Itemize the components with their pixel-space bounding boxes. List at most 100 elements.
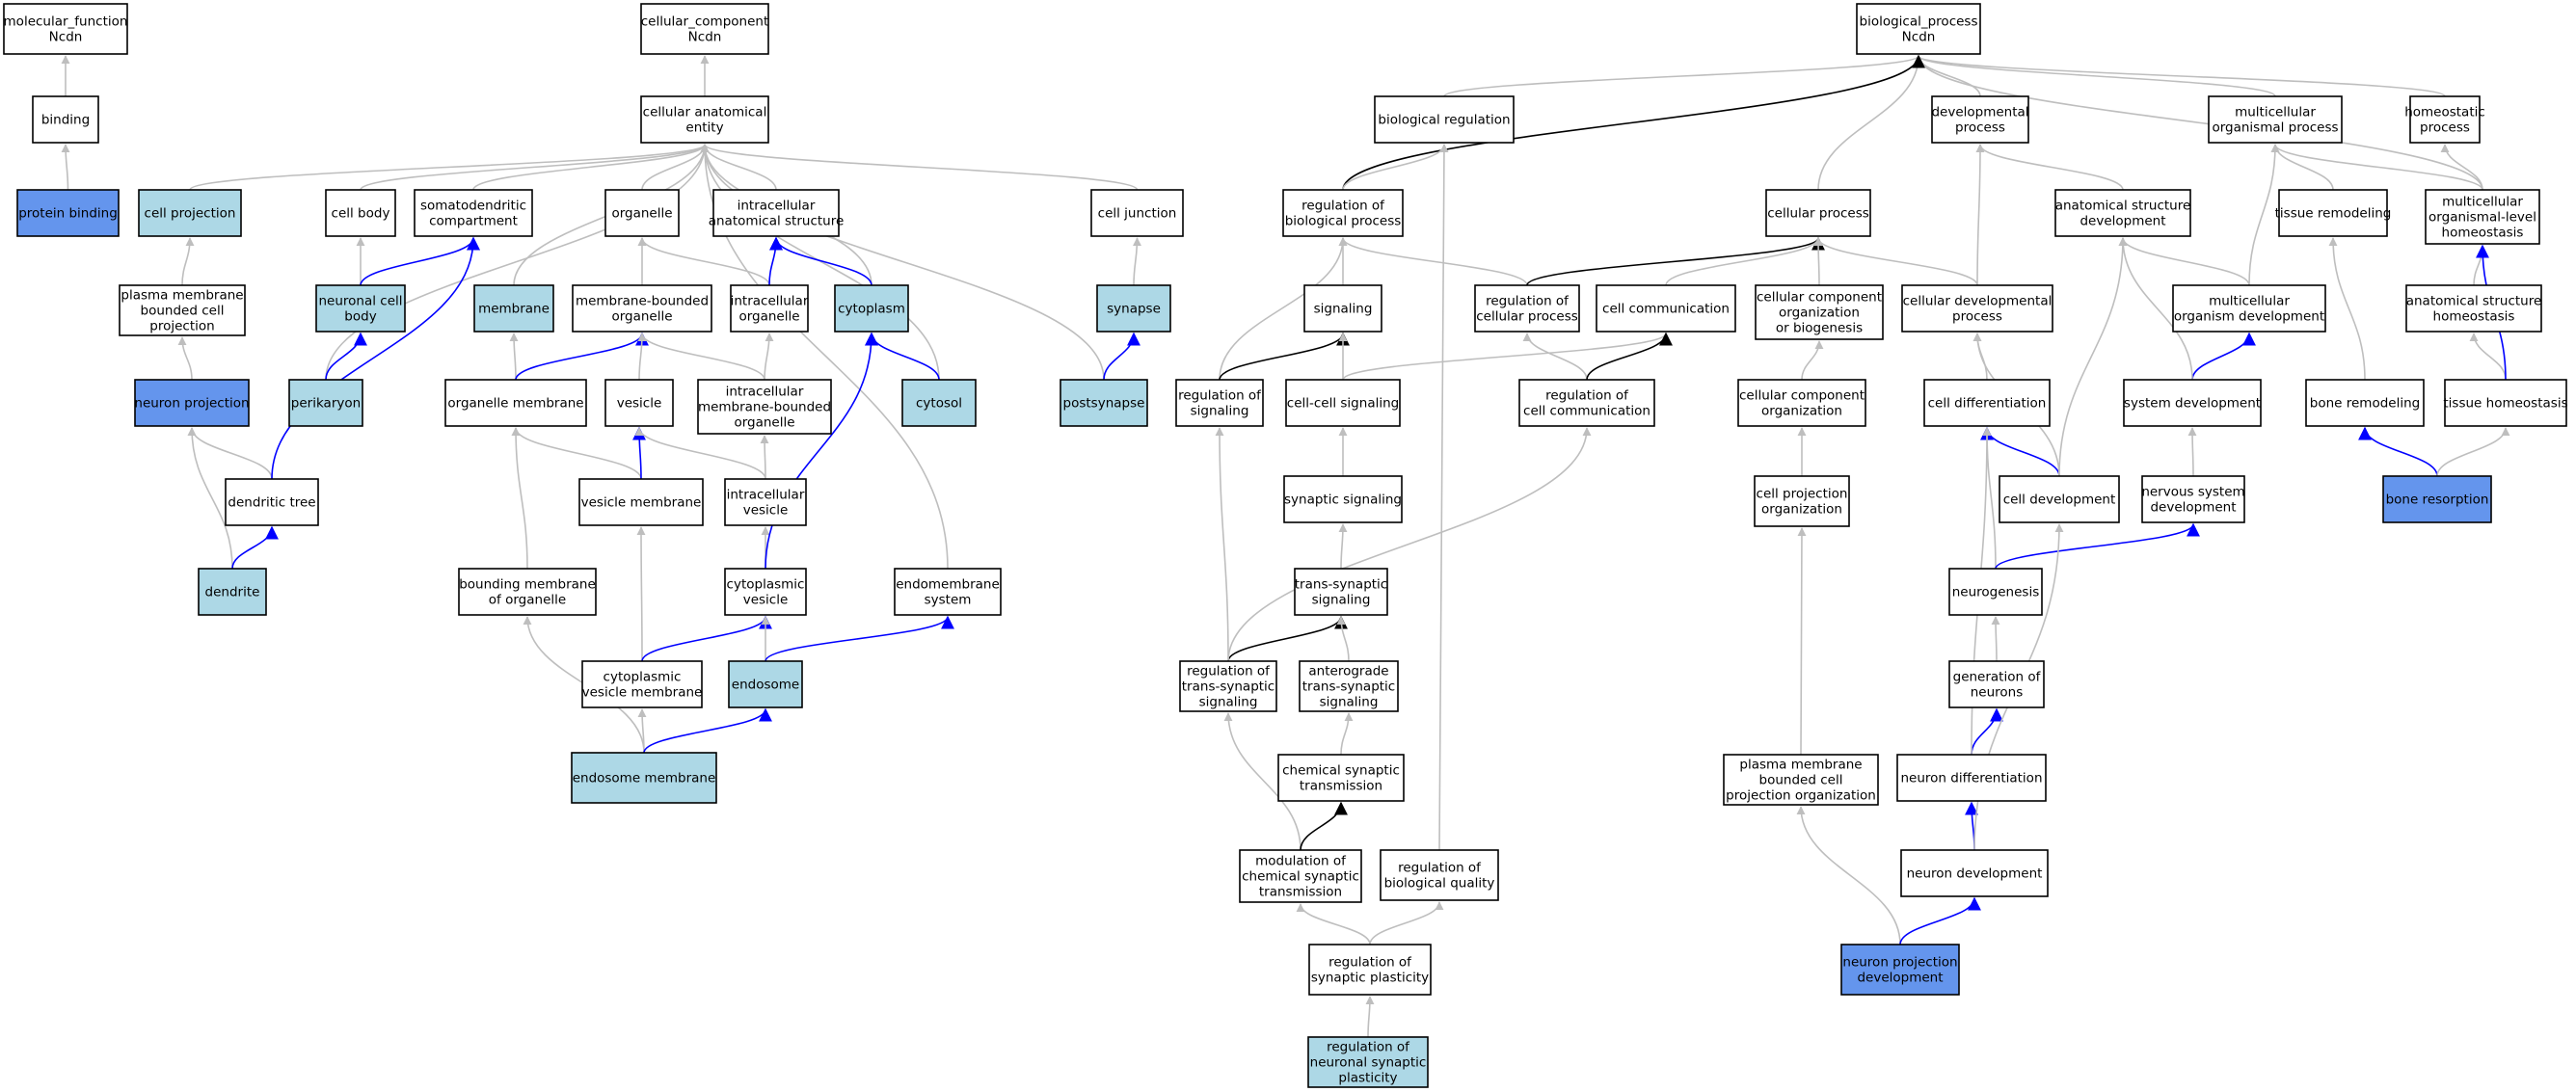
node-cellbody[interactable]: cell body (325, 189, 396, 237)
node-vesicle[interactable]: vesicle (604, 379, 674, 427)
node-celldiff[interactable]: cell differentiation (1923, 379, 2051, 427)
node-label: vesicle membrane (581, 494, 702, 510)
node-cytosol[interactable]: cytosol (901, 379, 977, 427)
node-synapse[interactable]: synapse (1096, 284, 1171, 333)
node-celljunc[interactable]: cell junction (1090, 189, 1184, 237)
node-cellproj[interactable]: cell projection (138, 189, 242, 237)
edge-regsynplast-to-regbioqual (1369, 901, 1444, 946)
node-synsig[interactable]: synaptic signaling (1283, 475, 1403, 523)
edge-postsynapse-to-cae (700, 144, 1105, 381)
node-label: organism development (2174, 308, 2324, 324)
node-cellcomm[interactable]: cell communication (1596, 284, 1736, 333)
node-protbind[interactable]: protein binding (16, 189, 120, 237)
node-ccsig[interactable]: cell-cell signaling (1285, 379, 1401, 427)
node-organelle[interactable]: organelle (604, 189, 680, 237)
node-binding[interactable]: binding (32, 95, 99, 144)
node-sysdev[interactable]: system development (2123, 379, 2262, 427)
edge-pmbcp-to-cellproj (181, 237, 195, 286)
node-perikaryon[interactable]: perikaryon (288, 379, 363, 427)
node-postsynapse[interactable]: postsynapse (1060, 379, 1148, 427)
node-tissrem[interactable]: tissue remodeling (2275, 189, 2392, 237)
node-box (225, 478, 319, 526)
node-endosome[interactable]: endosome (728, 660, 803, 708)
node-neuronproj[interactable]: neuron projection (134, 379, 250, 427)
node-dendrite[interactable]: dendrite (198, 568, 267, 616)
node-box (138, 189, 242, 237)
edge-cytoplasm-to-ias (769, 236, 872, 286)
node-cytoplasm[interactable]: cytoplasm (834, 284, 909, 333)
edge-regbio-to-bioreg (1342, 144, 1449, 191)
node-endomembrane[interactable]: endosome membrane (571, 752, 717, 804)
edge-ash-to-mcolh (2473, 245, 2487, 286)
edge-io-to-ias (768, 236, 783, 286)
node-box (2425, 189, 2540, 245)
node-label: tissue remodeling (2275, 205, 2392, 221)
node-boneres[interactable]: bone resorption (2382, 475, 2492, 523)
node-vesmem[interactable]: vesicle membrane (578, 478, 704, 526)
edge-multiorg-to-bp (1914, 55, 2276, 97)
node-label: neuron projection (134, 395, 249, 411)
node-celldev[interactable]: cell development (1999, 475, 2120, 523)
node-membrane[interactable]: membrane (473, 284, 554, 333)
node-label: intracellular (726, 384, 804, 399)
node-bioreg[interactable]: biological regulation (1374, 95, 1515, 144)
node-cellproc[interactable]: cellular process (1765, 189, 1871, 237)
edge-neuronproj-to-pmbcp (177, 336, 193, 381)
node-neurdiff[interactable]: neuron differentiation (1896, 754, 2047, 802)
node-tisshomeo[interactable]: tissue homeostasis (2443, 379, 2568, 427)
node-neurogen[interactable]: neurogenesis (1948, 568, 2043, 616)
node-orgmem[interactable]: organelle membrane (444, 379, 587, 427)
node-box (1294, 568, 1388, 616)
node-label: development (2080, 213, 2165, 228)
node-dendtree[interactable]: dendritic tree (225, 478, 319, 526)
node-box (1303, 284, 1382, 333)
edge-transsyn-to-synsig (1338, 523, 1348, 570)
node-boneremod[interactable]: bone remodeling (2305, 379, 2425, 427)
node-neurdev[interactable]: neuron development (1900, 849, 2049, 897)
node-signaling[interactable]: signaling (1303, 284, 1382, 333)
